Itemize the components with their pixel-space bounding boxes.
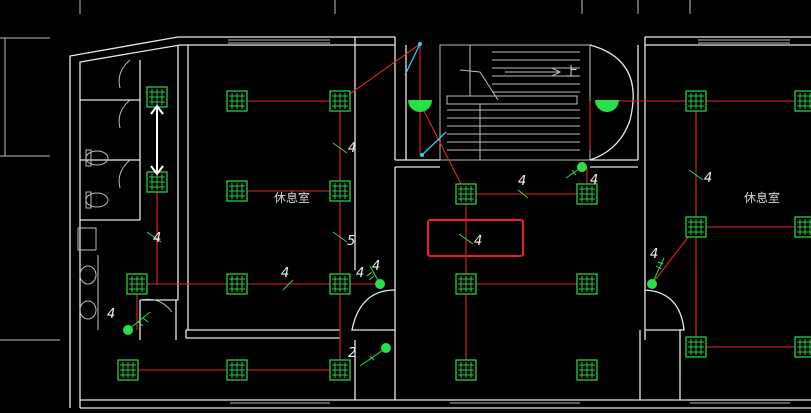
selected-label: 4 [474,234,482,249]
circuit-label: 4 [650,247,658,262]
circuit-label: 4 [590,173,598,188]
ceiling-light-icon [685,216,707,238]
ceiling-light-icon [329,90,351,112]
ceiling-light-icon [126,273,148,295]
circuit-label: 5 [347,234,355,249]
room-label: 休息室 [744,190,780,205]
ceiling-light-icon [226,359,248,381]
ceiling-light-icon [794,216,811,238]
circuit-label: 4 [153,231,161,246]
ceiling-light-icon [576,359,598,381]
ceiling-light-icon [685,90,707,112]
ceiling-light-icon [685,336,707,358]
wall-lamp-left [408,100,432,112]
ceiling-light-icon [794,90,811,112]
ceiling-light-icon [226,273,248,295]
light-fixtures [117,86,811,381]
ceiling-light-icon [794,336,811,358]
ceiling-light-icon [455,359,477,381]
wall-lamps [408,100,619,112]
ceiling-light-icon [576,273,598,295]
ceiling-light-icon [329,180,351,202]
ceiling-light-icon [455,183,477,205]
stair-arrows [404,42,447,157]
ceiling-light-icon [146,86,168,108]
ceiling-light-icon [226,90,248,112]
wire-ticks [146,142,704,291]
ceiling-light-icon [117,359,139,381]
circuit-label: 4 [372,259,380,274]
ceiling-light-icon [329,273,351,295]
ceiling-light-icon [329,359,351,381]
circuit-label: 4 [518,174,526,189]
circuit-label: 2 [348,346,356,361]
ceiling-light-icon [455,273,477,295]
switches [123,162,665,367]
room-label: 休息室 [274,190,310,205]
selection-highlight[interactable]: 4 [427,219,524,257]
circuit-label: 4 [704,171,712,186]
room-labels: 休息室 休息室 上 [274,65,780,205]
double-arrow-icon [150,104,164,176]
circuit-label: 4 [281,266,289,281]
circuit-label: 4 [107,307,115,322]
stair-up-label: 上 [565,65,578,80]
circuit-label: 4 [348,141,356,156]
ceiling-light-icon [226,180,248,202]
ceiling-light-icon [576,183,598,205]
circuit-labels: 4 4 5 4 4 4 4 4 4 2 4 4 [107,141,712,361]
circuit-label: 4 [356,266,364,281]
wall-lamp-right [595,100,619,112]
